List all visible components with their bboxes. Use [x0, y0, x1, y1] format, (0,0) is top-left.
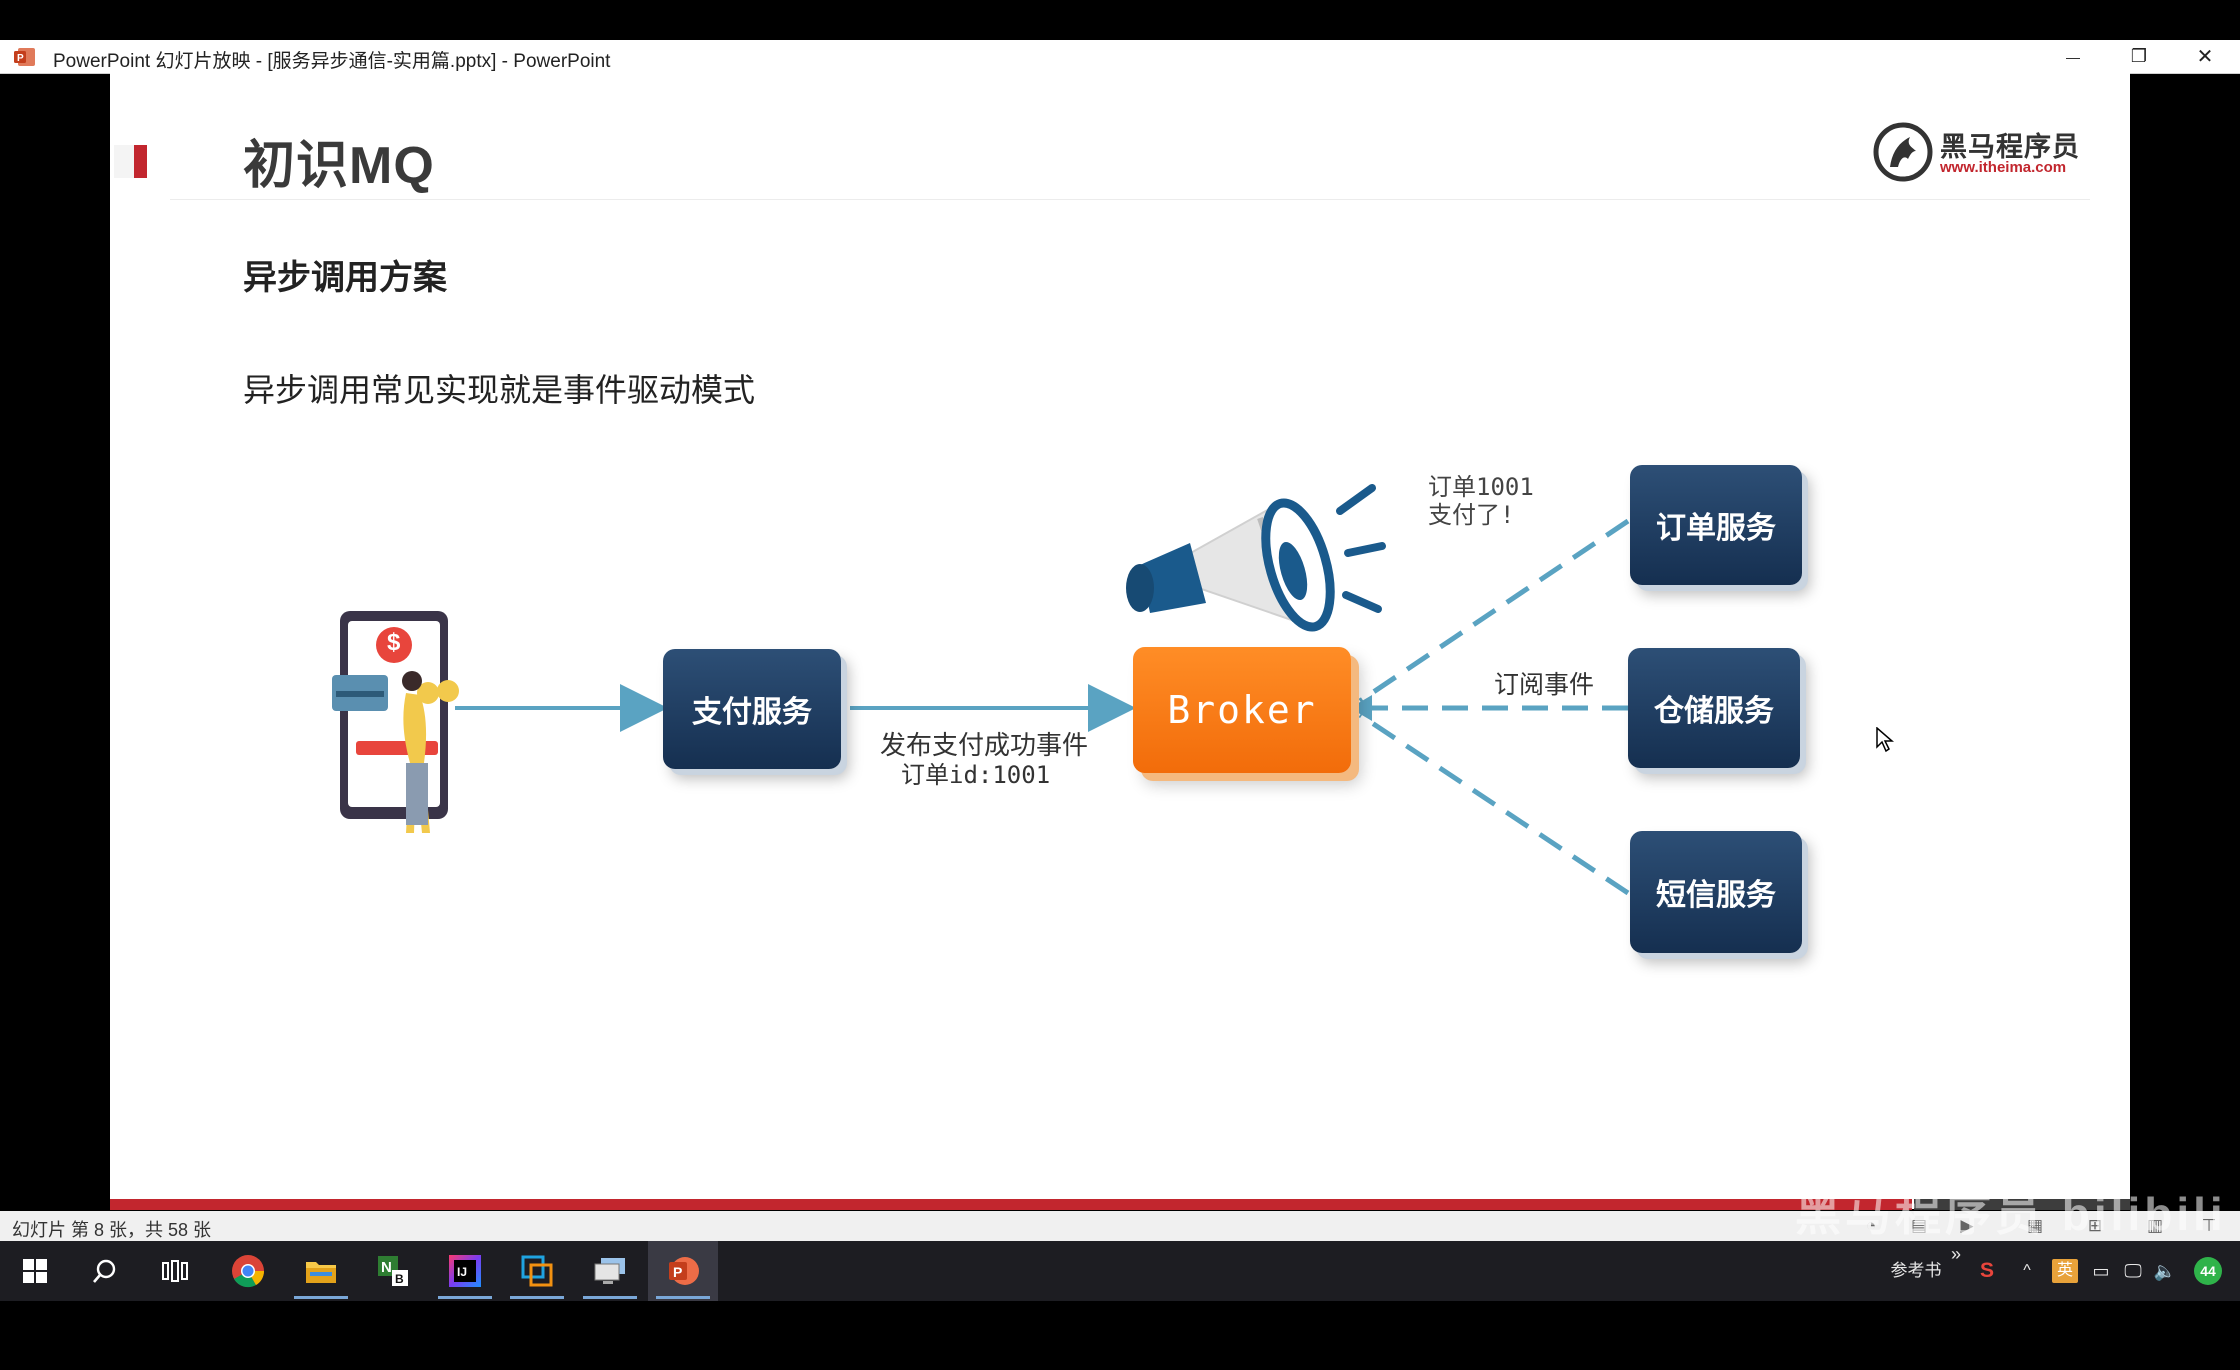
payment-service-label: 支付服务 [692, 696, 812, 729]
broker-inbound-arrowhead [1350, 695, 1372, 721]
status-bar: 幻灯片 第 8 张，共 58 张 ◔ ▤ ▶ ▦ ⊞ ▥ ⊤ [0, 1211, 2240, 1241]
warehouse-service-label: 仓储服务 [1654, 695, 1774, 728]
lead-text: 异步调用常见实现就是事件驱动模式 [243, 372, 756, 408]
taskbar-intellij[interactable]: IJ [430, 1241, 500, 1301]
taskbar-vmware[interactable] [502, 1241, 572, 1301]
slide-footer-band-dark [1914, 1199, 2130, 1210]
taskbar-chrome[interactable] [213, 1241, 283, 1301]
window-title: PowerPoint 幻灯片放映 - [服务异步通信-实用篇.pptx] - P… [53, 51, 611, 72]
warehouse-service-node: 仓储服务 [1628, 648, 1800, 768]
window-title-bar: P PowerPoint 幻灯片放映 - [服务异步通信-实用篇.pptx] -… [0, 40, 2240, 74]
notice-paid-label: 支付了! [1428, 501, 1515, 529]
sogou-ime-icon[interactable]: S [1979, 1259, 1994, 1282]
broker-node: Broker [1133, 647, 1351, 773]
phone-currency-icon: $ [387, 629, 401, 656]
windows-start-button[interactable] [0, 1241, 70, 1301]
tray-reference-label[interactable]: 参考书 [1890, 1261, 1942, 1280]
slide-counter: 幻灯片 第 8 张，共 58 张 [12, 1220, 212, 1240]
title-accent-shade [114, 145, 134, 178]
sms-service-node: 短信服务 [1630, 831, 1802, 953]
logo-name: 黑马程序员 [1940, 132, 2080, 162]
megaphone-icon [1126, 484, 1386, 632]
taskbar-search-button[interactable] [70, 1241, 140, 1301]
itheima-logo [1872, 119, 2082, 183]
minimize-button[interactable]: — [2040, 40, 2106, 73]
reading-view-icon[interactable]: ▥ [2146, 1216, 2164, 1235]
mobile-payment-illustration [332, 611, 459, 833]
close-button[interactable]: ✕ [2172, 40, 2238, 73]
svg-text:N: N [381, 1259, 392, 1276]
svg-text:B: B [395, 1272, 404, 1286]
remote-desktop-icon [594, 1258, 625, 1284]
task-view-icon [162, 1260, 188, 1282]
ime-mode-label[interactable]: 英 [2052, 1259, 2078, 1283]
chrome-icon [232, 1255, 265, 1288]
publish-order-id-label: 订单id:1001 [901, 761, 1051, 789]
svg-text:P: P [17, 53, 24, 64]
grid-view-icon[interactable]: ⊞ [2087, 1216, 2103, 1235]
slide-title: 初识MQ [243, 137, 435, 195]
taskbar-file-explorer[interactable] [286, 1241, 356, 1301]
video-watermark: 黑马程序员 bilibili [1795, 1188, 2227, 1240]
order-service-node: 订单服务 [1630, 465, 1802, 585]
toolbar-chevron-icon[interactable]: » [1950, 1244, 1961, 1264]
horse-logo-icon [1873, 122, 1933, 182]
tray-expand-icon[interactable]: ^ [2023, 1262, 2031, 1279]
order-service-label: 订单服务 [1656, 512, 1776, 545]
minimize-icon: — [2066, 48, 2080, 65]
taskbar-powerpoint[interactable]: P [648, 1241, 718, 1301]
network-icon[interactable]: 🖵 [2124, 1261, 2142, 1281]
notes-view-icon[interactable]: ◔ [1865, 1216, 1877, 1235]
section-heading: 异步调用方案 [243, 259, 447, 297]
notification-badge[interactable]: 44 [2194, 1257, 2222, 1285]
intellij-icon: IJ [449, 1255, 481, 1287]
presenter-view-icon[interactable]: ⊤ [2201, 1216, 2217, 1235]
svg-text:IJ: IJ [457, 1265, 467, 1279]
broker-label: Broker [1167, 688, 1317, 732]
notebook-app-icon: NB [378, 1256, 408, 1286]
slide-footer-band [110, 1199, 1912, 1210]
notice-order-label: 订单1001 [1428, 473, 1534, 501]
sms-subscription-line [1358, 712, 1630, 896]
task-view-button[interactable] [140, 1241, 210, 1301]
order-subscription-line [1358, 518, 1630, 704]
event-driven-diagram [332, 484, 1630, 896]
powerpoint-app-icon: P [14, 46, 36, 68]
close-icon: ✕ [2196, 46, 2214, 68]
restore-button[interactable]: ❐ [2106, 40, 2172, 73]
slideshow-play-icon[interactable]: ▶ [1960, 1216, 1974, 1235]
vmware-icon [521, 1255, 553, 1287]
normal-view-icon[interactable]: ▤ [1910, 1216, 1928, 1235]
slide-canvas: 初识MQ 黑马程序员 www.itheima.com 异步调用方案 异步调用常见… [110, 73, 2130, 1209]
search-icon [93, 1259, 116, 1283]
restore-icon: ❐ [2130, 46, 2148, 66]
svg-text:P: P [673, 1264, 682, 1280]
windows-logo-icon [23, 1259, 47, 1283]
title-accent-bar [134, 145, 147, 178]
sms-service-label: 短信服务 [1656, 879, 1776, 912]
powerpoint-icon: P [669, 1257, 699, 1285]
mouse-cursor-icon [1876, 727, 1894, 753]
title-divider [170, 199, 2090, 200]
subscribe-event-label: 订阅事件 [1494, 671, 1595, 699]
folder-icon [306, 1262, 336, 1283]
publish-event-label: 发布支付成功事件 [880, 730, 1089, 760]
logo-url: www.itheima.com [1940, 159, 2067, 176]
battery-icon[interactable]: ▭ [2092, 1261, 2110, 1281]
payment-service-node: 支付服务 [663, 649, 841, 769]
volume-icon[interactable]: 🔈 [2153, 1261, 2177, 1281]
slide-sorter-view-icon[interactable]: ▦ [2026, 1216, 2044, 1235]
taskbar-remote-desktop[interactable] [575, 1241, 645, 1301]
